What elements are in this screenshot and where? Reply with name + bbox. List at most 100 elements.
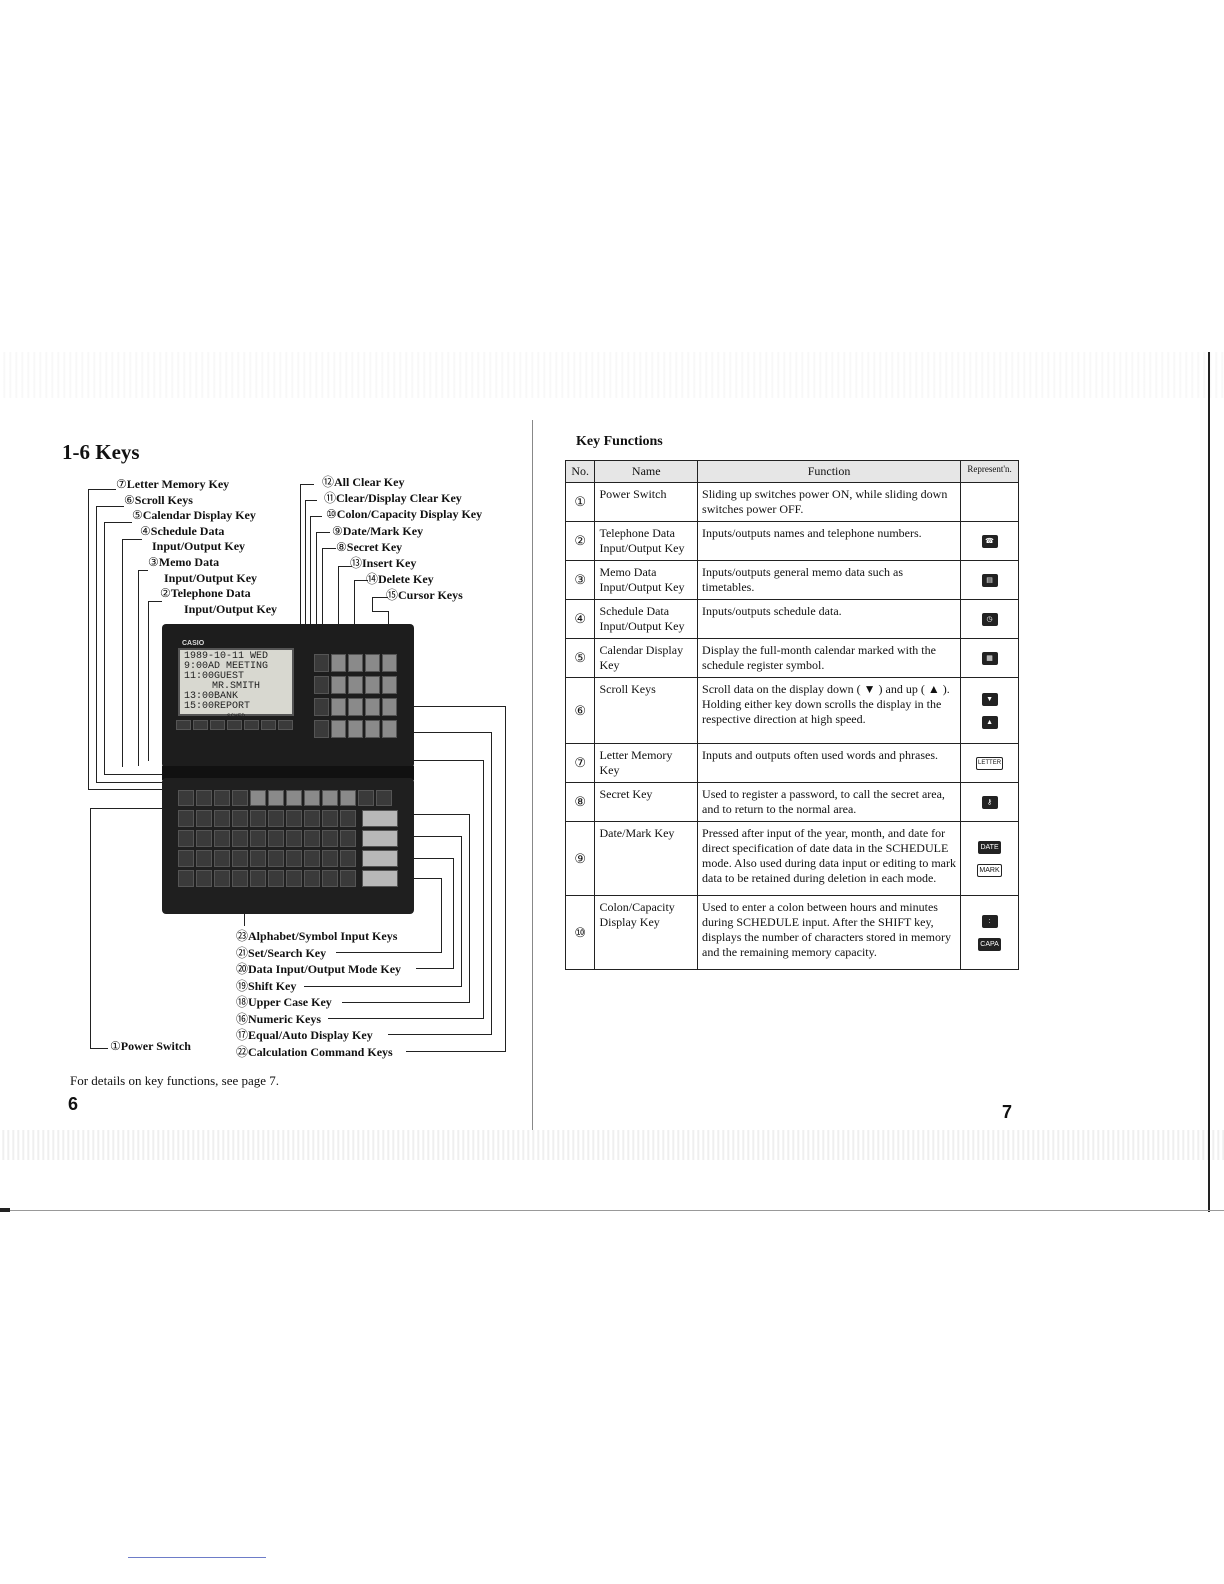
row-number: ③: [564, 560, 596, 600]
row-name: Schedule Data Input/Output Key: [594, 599, 699, 639]
callout-text: Telephone Data: [170, 586, 251, 601]
callout-number: ⑳: [236, 962, 249, 976]
row-name: Letter Memory Key: [594, 743, 699, 783]
device-key: [362, 870, 398, 887]
device-key: [178, 870, 194, 887]
callout-text: Letter Memory Key: [126, 477, 230, 491]
callout-label: ⑩Colon/Capacity Display Key: [326, 506, 482, 522]
callout-text: Clear/Display Clear Key: [336, 491, 462, 506]
callout-text: Calculation Command Keys: [248, 1044, 393, 1059]
device-key: [268, 830, 284, 847]
device-key: [250, 870, 266, 887]
row-represent: ▼▲: [960, 677, 1019, 744]
callout-label: ⑫All Clear Key: [322, 474, 404, 490]
scroll-down-icon: ▼: [981, 692, 998, 706]
row-number: ⑤: [564, 638, 596, 678]
callout-number: ⑤: [132, 508, 143, 523]
device-key: [362, 810, 398, 827]
device-key: [322, 870, 338, 887]
device-key: [286, 830, 302, 847]
callout-number: ⑫: [322, 475, 335, 489]
letter-memory-icon: LETTER: [976, 756, 1004, 770]
callout-text: Input/Output Key: [184, 601, 278, 616]
page-number-left: 6: [68, 1094, 79, 1114]
device-key: [314, 676, 329, 694]
callout-number: ⑪: [324, 491, 337, 506]
scroll-up-icon: ▲: [981, 715, 998, 729]
icon-wrap: :: [965, 910, 1014, 933]
row-function: Used to register a password, to call the…: [697, 782, 962, 822]
row-function: Pressed after input of the year, month, …: [697, 821, 962, 896]
callout-text: Alphabet/Symbol Input Keys: [248, 929, 398, 943]
callout-number: ①: [110, 1039, 121, 1053]
row-represent: ◷: [960, 599, 1019, 639]
device-key: [232, 810, 248, 827]
device-key: [214, 790, 230, 806]
device-key: [178, 810, 194, 827]
row-represent: ▦: [960, 638, 1019, 678]
icon-wrap: MARK: [965, 859, 1014, 882]
callout-label: ⑥Scroll Keys: [124, 492, 193, 508]
callout-label: ⑬Insert Key: [350, 555, 416, 571]
row-number: ⑧: [564, 782, 596, 822]
footnote: For details on key functions, see page 7…: [70, 1073, 280, 1088]
icon-wrap: ▤: [965, 569, 1014, 592]
page-number-right: 7: [1002, 1102, 1013, 1122]
right-edge-mark: [1208, 352, 1210, 1212]
callout-number: ⑬: [350, 556, 363, 570]
row-number: ②: [564, 521, 596, 561]
mark-icon: MARK: [977, 863, 1002, 877]
device-key: [196, 810, 212, 827]
scan-band-bottom: [0, 1130, 1224, 1160]
callout-label: ⑦Letter Memory Key: [116, 476, 229, 492]
device-key: [268, 870, 284, 887]
callout-text: Memo Data: [158, 555, 220, 569]
device-key: [331, 676, 346, 694]
callout-number: ⑧: [336, 539, 347, 554]
device-key: [250, 850, 266, 867]
device-key: [196, 790, 212, 806]
device-key: [232, 850, 248, 867]
telephone-icon: ☎: [981, 534, 998, 548]
callout-text: Date/Mark Key: [342, 523, 424, 538]
calendar-icon: ▦: [981, 651, 998, 665]
callout-number: ⑩: [326, 507, 337, 522]
device-key: [322, 790, 338, 806]
header-function: Function: [697, 460, 962, 483]
device-key: [382, 698, 397, 716]
callout-text: All Clear Key: [334, 475, 405, 489]
callout-number: ⑭: [366, 572, 379, 587]
icon-wrap: LETTER: [965, 752, 1014, 775]
device-key: [261, 720, 276, 730]
device-key: [340, 870, 356, 887]
icon-wrap: ◷: [965, 608, 1014, 631]
callout-label: ⑤Calendar Display Key: [132, 507, 256, 523]
device-key: [304, 790, 320, 806]
row-function: Sliding up switches power ON, while slid…: [697, 482, 962, 522]
row-represent: ☎: [960, 521, 1019, 561]
callout-label: ⑲Shift Key: [236, 978, 296, 994]
callout-label: Input/Output Key: [164, 570, 257, 586]
callout-number: ㉒: [236, 1044, 249, 1059]
device-key: [176, 720, 191, 730]
device-key: [362, 850, 398, 867]
callout-label: ㉓Alphabet/Symbol Input Keys: [236, 928, 397, 944]
device-key: [340, 850, 356, 867]
capacity-icon: CAPA: [978, 937, 1001, 951]
device-key: [382, 720, 397, 738]
callout-number: ④: [140, 523, 151, 538]
callout-text: Scroll Keys: [134, 492, 193, 507]
row-represent: LETTER: [960, 743, 1019, 783]
device-key: [278, 720, 293, 730]
callout-label: Input/Output Key: [184, 601, 277, 617]
callout-number: ⑱: [236, 995, 249, 1009]
lcd-line: MR.SMITH: [211, 681, 260, 692]
callout-number: ⑲: [236, 978, 249, 993]
callout-number: ②: [160, 586, 171, 601]
callout-text: Schedule Data: [150, 523, 225, 538]
row-represent: ⚷: [960, 782, 1019, 822]
callout-label: ④Schedule Data: [140, 523, 224, 539]
callout-label: ㉒Calculation Command Keys: [236, 1044, 393, 1060]
callout-text: Input/Output Key: [152, 539, 246, 554]
